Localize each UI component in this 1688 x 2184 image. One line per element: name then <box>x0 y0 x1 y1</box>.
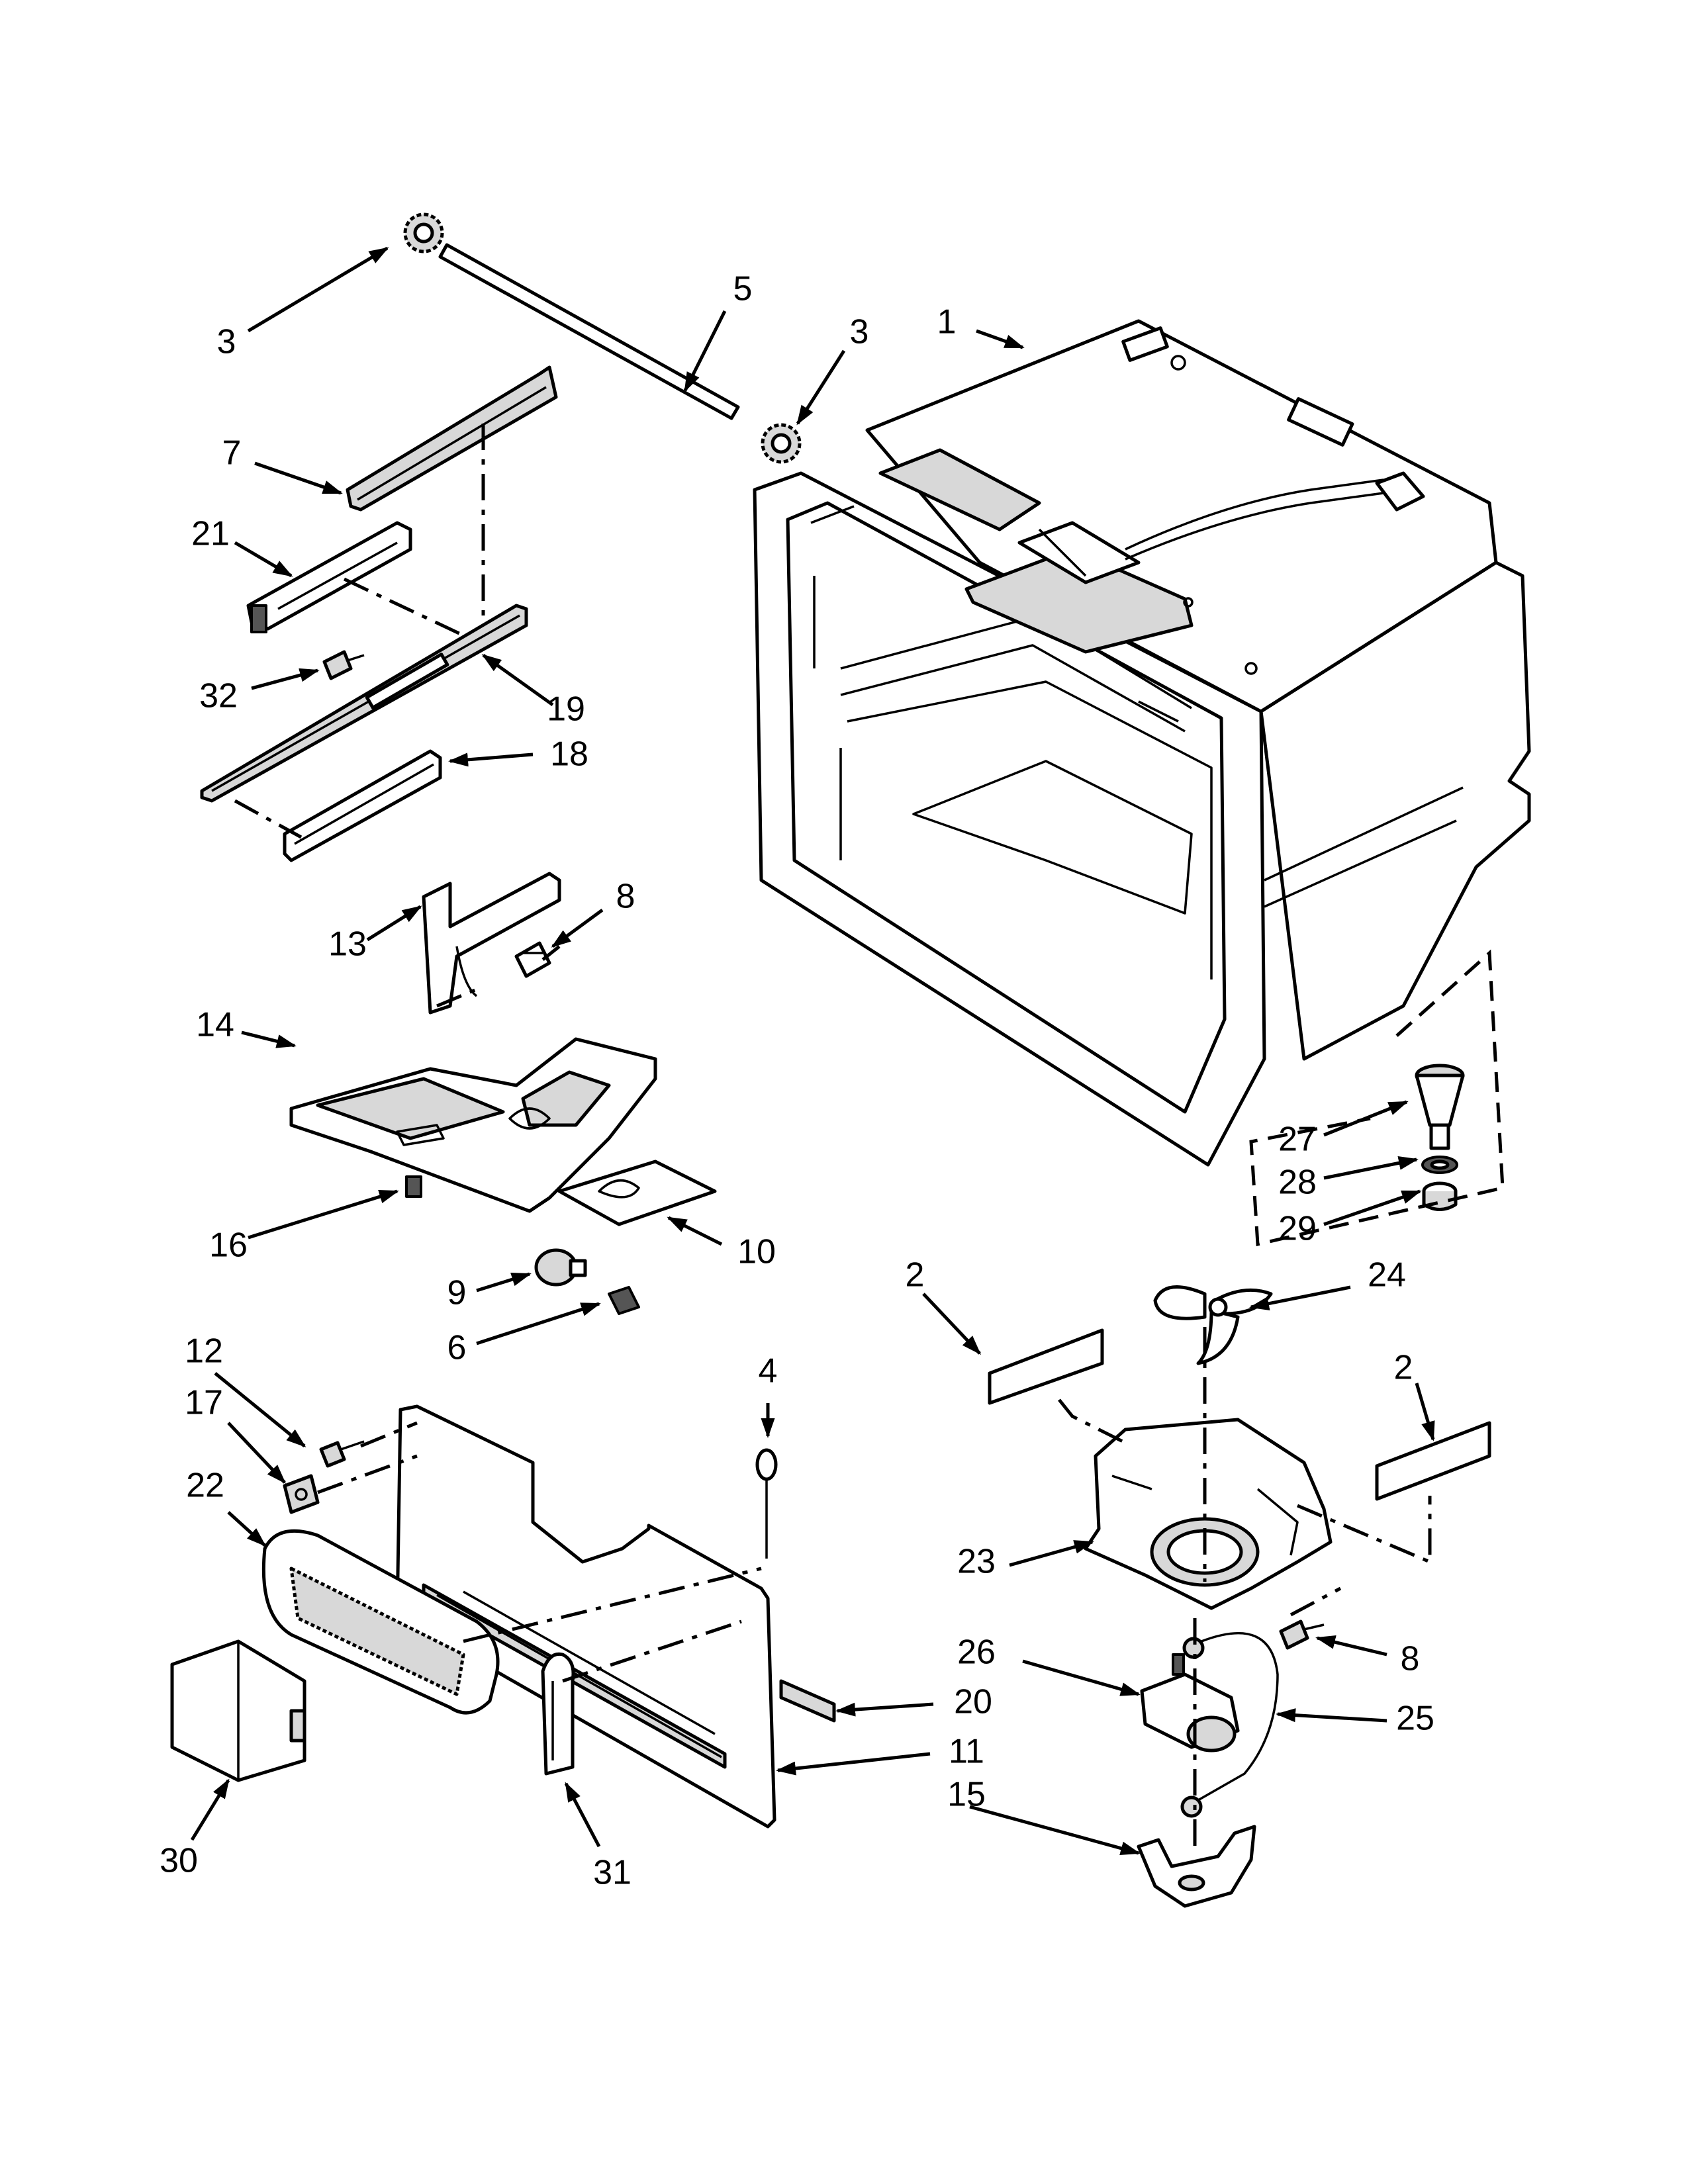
callout-27: 27 <box>1278 1120 1317 1159</box>
part-5-shaft <box>438 243 740 420</box>
part-20-strip <box>779 1679 836 1723</box>
part-6-socket <box>608 1286 640 1315</box>
part-3-gear-left <box>403 212 444 253</box>
part-12-screw <box>319 1440 365 1468</box>
part-10-label <box>557 1160 717 1226</box>
callout-11: 11 <box>949 1733 984 1771</box>
callout-12: 12 <box>185 1332 223 1371</box>
part-17-bracket <box>283 1474 320 1514</box>
callout-7: 7 <box>222 434 242 473</box>
callout-labels: 1 2 2 3 3 4 5 6 7 8 8 9 10 11 12 13 14 1… <box>160 270 1434 1892</box>
callout-21: 21 <box>191 515 230 553</box>
part-8-screw-upper <box>514 941 551 978</box>
callout-5: 5 <box>733 270 753 308</box>
part-7-rail-cover <box>346 365 558 512</box>
callout-32: 32 <box>199 677 238 715</box>
callout-15: 15 <box>947 1776 986 1814</box>
part-18-lower-slide <box>283 749 442 862</box>
assembly-lines <box>234 424 1432 1853</box>
callout-16: 16 <box>209 1226 248 1265</box>
callout-31: 31 <box>593 1854 632 1892</box>
part-30-cover <box>170 1639 306 1782</box>
callout-20: 20 <box>954 1683 992 1721</box>
callout-3-left: 3 <box>217 323 236 361</box>
part-15-motor-bracket <box>1137 1825 1256 1908</box>
callout-6: 6 <box>447 1329 467 1367</box>
part-29-grommet <box>1422 1181 1458 1211</box>
part-16-clip <box>405 1175 422 1198</box>
part-28-washer <box>1421 1156 1458 1174</box>
callout-10: 10 <box>737 1233 776 1271</box>
callout-2-left: 2 <box>906 1256 925 1295</box>
part-2-pad-left <box>988 1328 1104 1405</box>
part-8-screw-lower <box>1279 1619 1325 1650</box>
part-27-drain-trap <box>1415 1064 1465 1150</box>
part-13-bracket <box>422 872 561 1015</box>
callout-13: 13 <box>328 925 367 964</box>
callout-22: 22 <box>186 1467 224 1505</box>
callout-14: 14 <box>196 1006 234 1044</box>
part-26-fan-motor <box>1140 1653 1240 1752</box>
part-4-sensor <box>755 1448 778 1559</box>
part-21-rail-bracket <box>246 521 412 633</box>
part-14-pan-cover <box>289 1037 657 1213</box>
callout-8-lower: 8 <box>1401 1640 1420 1678</box>
leader-lines <box>190 246 1435 1855</box>
part-3-gear-right <box>761 423 802 464</box>
callout-25: 25 <box>1396 1700 1434 1738</box>
part-1-freezer-liner <box>753 319 1531 1167</box>
part-32-screw <box>322 650 365 680</box>
callout-3-right: 3 <box>850 313 869 351</box>
part-19-slide-rail <box>200 604 528 803</box>
callout-18: 18 <box>550 735 588 774</box>
part-22-grille <box>261 1529 500 1715</box>
part-2-pad-right <box>1375 1421 1491 1501</box>
callout-24: 24 <box>1368 1256 1406 1295</box>
part-31-damper <box>541 1652 575 1776</box>
callout-8-upper: 8 <box>616 878 635 916</box>
callout-19: 19 <box>547 690 585 729</box>
callout-23: 23 <box>957 1543 996 1581</box>
drain-assembly-box <box>1249 949 1505 1247</box>
part-25-wire-harness <box>1180 1632 1279 1818</box>
callout-17: 17 <box>185 1384 223 1422</box>
callout-4: 4 <box>759 1352 778 1390</box>
callout-29: 29 <box>1278 1210 1317 1248</box>
part-23-fan-shroud <box>1084 1418 1333 1610</box>
part-9-bulb <box>534 1248 587 1287</box>
callout-1: 1 <box>937 303 957 341</box>
callout-2-right: 2 <box>1394 1349 1413 1387</box>
callout-26: 26 <box>957 1633 996 1672</box>
callout-28: 28 <box>1278 1163 1317 1202</box>
callout-9: 9 <box>447 1274 467 1312</box>
callout-30: 30 <box>160 1842 198 1880</box>
part-24-fan-blade <box>1153 1285 1273 1365</box>
